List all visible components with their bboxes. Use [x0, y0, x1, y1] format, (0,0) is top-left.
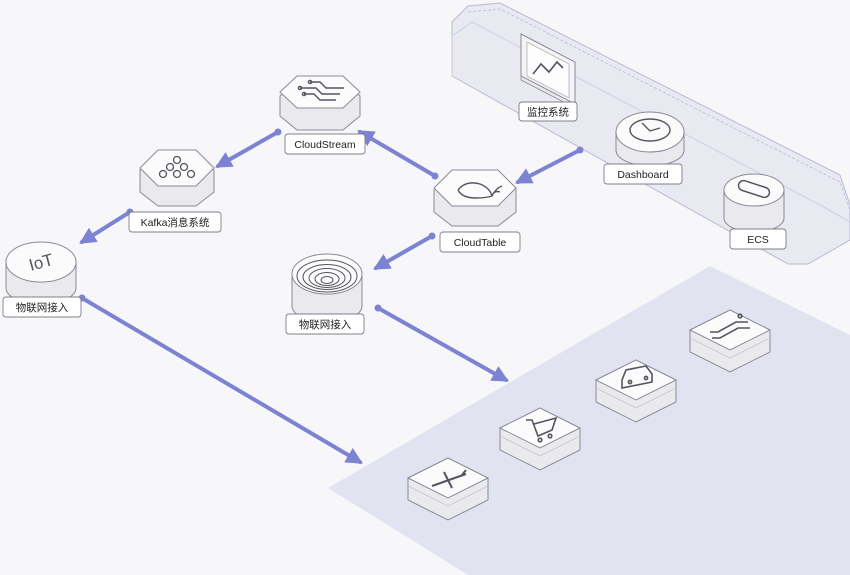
device-escalator[interactable]: [688, 309, 772, 373]
concentric-arcs-icon: [296, 259, 358, 293]
device-airplane[interactable]: [406, 457, 490, 521]
node-ecs[interactable]: [723, 173, 785, 233]
arrow-cloudstream-to-kafka: [215, 128, 282, 168]
node-kafka[interactable]: [139, 149, 215, 207]
node-iot-access[interactable]: [291, 253, 363, 323]
label-monitor: 监控系统: [518, 101, 578, 122]
svg-text:Dashboard: Dashboard: [617, 169, 669, 181]
label-iot: 物联网接入: [2, 296, 82, 318]
svg-text:物联网接入: 物联网接入: [16, 301, 69, 314]
arrow-kafka-to-iot: [79, 208, 134, 244]
label-cloudtable: CloudTable: [439, 231, 521, 253]
device-platform: [328, 266, 850, 575]
label-dashboard: Dashboard: [603, 163, 683, 185]
svg-text:CloudStream: CloudStream: [294, 139, 356, 151]
arrow-monitor-to-cloudtable: [515, 146, 584, 184]
svg-text:Kafka消息系统: Kafka消息系统: [141, 216, 210, 229]
node-cloudtable[interactable]: [433, 169, 517, 227]
hexagon-cluster-icon: [158, 155, 196, 179]
label-iot-access: 物联网接入: [285, 313, 365, 335]
airplane-icon: [431, 469, 467, 489]
svg-text:物联网接入: 物联网接入: [299, 318, 352, 331]
svg-text:CloudTable: CloudTable: [454, 237, 507, 249]
device-cart[interactable]: [498, 407, 582, 471]
arrow-cloudtable-to-cloudstream: [357, 130, 439, 180]
svg-text:ECS: ECS: [747, 234, 769, 246]
escalator-icon: [710, 313, 750, 339]
device-car[interactable]: [594, 359, 678, 423]
label-kafka: Kafka消息系统: [128, 211, 222, 233]
arrow-iot-access-to-devices: [374, 304, 509, 382]
node-cloudstream[interactable]: [279, 75, 361, 131]
label-ecs: ECS: [729, 228, 787, 250]
server-icon: [737, 179, 771, 199]
svg-text:监控系统: 监控系统: [527, 106, 569, 119]
shopping-cart-icon: [526, 416, 558, 443]
car-icon: [621, 365, 653, 389]
connections: [78, 128, 584, 464]
node-iot[interactable]: IoT: [5, 241, 77, 305]
whale-icon: [457, 182, 503, 199]
gauge-icon: [629, 118, 671, 142]
arrow-cloudtable-to-iot-access: [373, 232, 436, 270]
node-monitor[interactable]: [520, 33, 576, 109]
monitor-chart-icon: [532, 60, 564, 75]
label-cloudstream: CloudStream: [284, 133, 366, 155]
node-dashboard[interactable]: [615, 111, 685, 167]
flow-lines-icon: [297, 79, 344, 101]
